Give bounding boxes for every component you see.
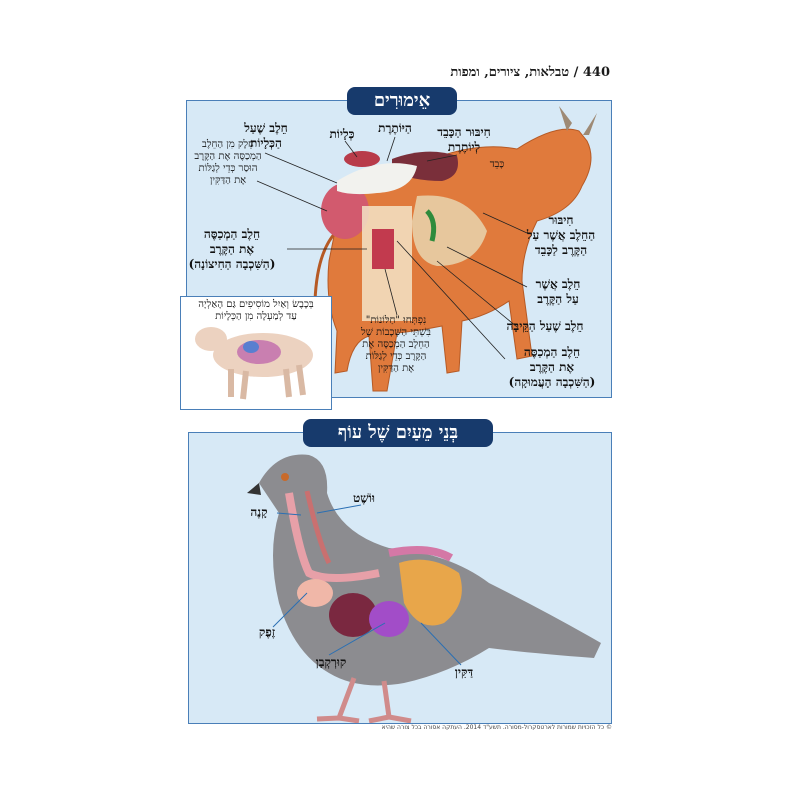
esophagus-tube [285, 492, 380, 582]
bird-diagram-title: בְּנֵי מֵעַיִם שֶׁל עוֹף [303, 419, 493, 447]
bird-legs [316, 677, 412, 723]
cow-diagram-title: אֵימוּרִים [347, 87, 457, 115]
bird-beak [247, 483, 261, 495]
kidneys [344, 151, 380, 167]
trachea-tube [304, 490, 332, 565]
label-sheep-note: בְּכֶבֶשׂ וְאַיִל מוֹסִיפִים גַּם הָאַלְ… [198, 299, 314, 322]
bird-eye [281, 473, 289, 481]
sheep-inset: בְּכֶבֶשׂ וְאַיִל מוֹסִיפִים גַּם הָאַלְ… [180, 296, 332, 410]
label-trachea: קָנֶה [250, 505, 268, 519]
label-stomach-fat: חֵלֶב שֶׁעַל הַקֵּיבָה [506, 319, 584, 333]
label-liver: כָּבֵד [489, 159, 505, 170]
label-crop: זֶפֶק [258, 625, 276, 639]
label-lobe: הַיּוֹתֶרֶת [378, 121, 412, 135]
gizzard-organ [369, 601, 409, 637]
intestines-mass [321, 183, 369, 239]
label-intestines: דַּקִּין [454, 665, 474, 679]
label-kidneys: כְּלָיוֹת [329, 127, 355, 141]
intestine-coils [399, 559, 462, 626]
bird-diagram-panel: בְּנֵי מֵעַיִם שֶׁל עוֹף וּוֹשֶׁט קָנֶה … [188, 419, 612, 724]
label-esophagus: וּוֹשֶׁט [353, 491, 375, 505]
label-peeled-windows: נִפְתְּחוּ "חַלּוֹנוֹת"בִּשְׁתֵּי הַשְּׁ… [361, 315, 431, 374]
fat-window [372, 229, 394, 269]
cow-horns [559, 106, 597, 135]
gallbladder [425, 209, 437, 242]
intestine-upper [388, 546, 454, 562]
bird-illustration [247, 454, 601, 723]
page-header: 440 / טבלאות, ציורים, ומפות [450, 65, 610, 80]
label-gizzard: קוּרְקְבָן [315, 655, 347, 669]
sheep-illustration [195, 327, 313, 400]
copyright-footer: © כל הזכויות שמורות לארטסקרול-מסורה. תשע… [381, 724, 612, 731]
crop-organ [297, 579, 333, 607]
kidney-fat [337, 163, 417, 195]
